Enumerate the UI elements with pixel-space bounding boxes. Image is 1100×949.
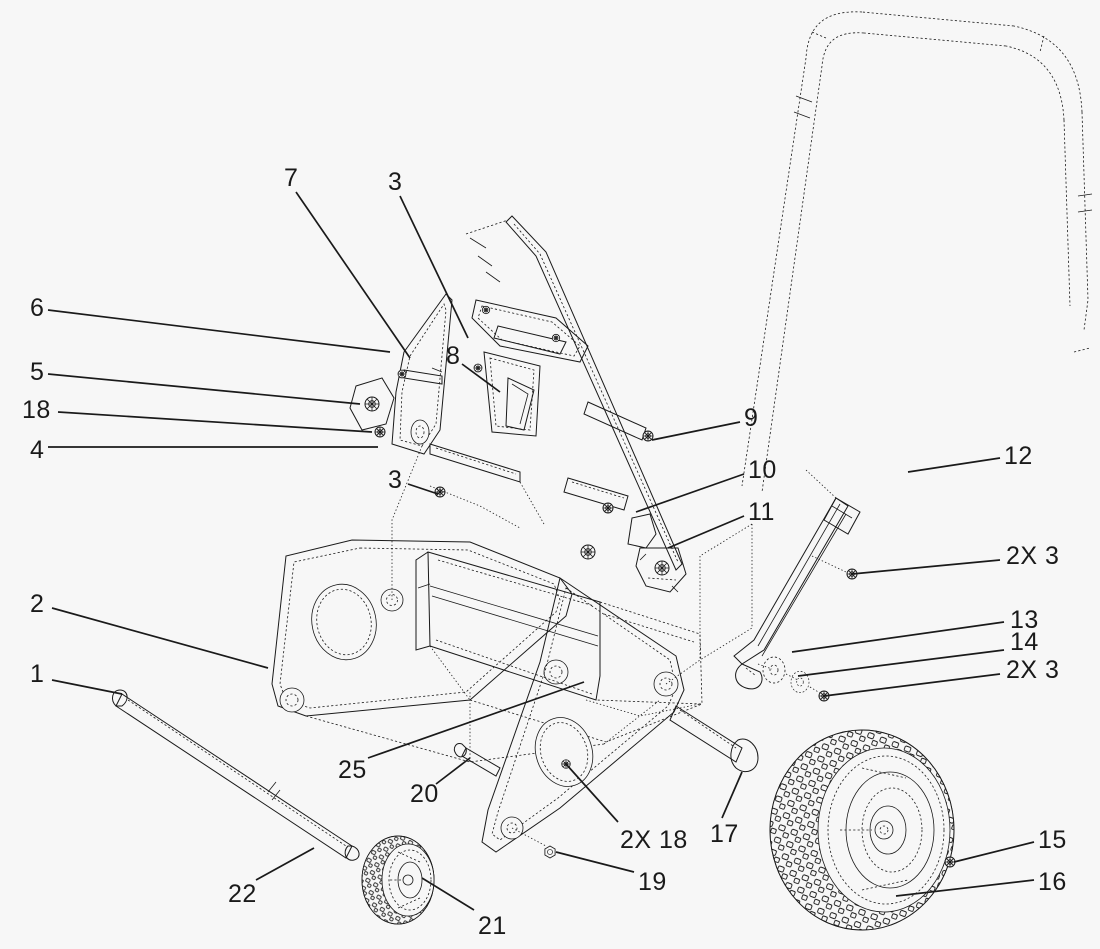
construction-lines-11 [667,515,753,661]
leader-line-8 [461,363,501,393]
callout-label-19: 19 [638,868,667,896]
leader-line-2X-3 [823,673,1001,697]
callout-label-11: 11 [748,498,775,526]
callout-label-20: 20 [410,780,439,808]
leader-line-5 [47,373,361,405]
leader-line-20 [435,757,471,785]
callout-label-17: 17 [710,820,739,848]
leader-line-18 [57,411,373,433]
housing-body [305,551,703,763]
bolt-20 [453,743,501,777]
construction-lines [391,445,837,762]
callout-label-8: 8 [446,342,461,370]
leader-line-2 [51,607,269,669]
small-wheel-21 [361,835,435,925]
callout-label-10: 10 [748,456,777,484]
callout-label-5: 5 [30,358,45,386]
leader-line-6 [47,309,391,353]
callout-label-3: 3 [388,466,403,494]
leader-line-21 [421,877,475,911]
axle-shaft-17 [669,705,759,773]
leader-line-2X-18 [565,763,619,823]
leader-line-22 [255,847,315,881]
leader-line-25 [367,681,585,759]
callout-label-18: 18 [22,396,51,424]
left-small-bracket [349,377,395,438]
callout-label-25: 25 [338,756,367,784]
shoulder-bolt-6 [397,369,443,385]
callout-label-7: 7 [284,164,299,192]
leader-line-15 [953,841,1035,863]
leader-line-16 [895,879,1035,897]
callout-label-13: 13 [1010,606,1039,634]
callout-label-2: 2 [30,590,45,618]
leader-line-14 [797,649,1005,677]
callout-label-12: 12 [1004,442,1033,470]
callout-label-1: 1 [30,660,45,688]
leader-line-2X-3 [851,559,1001,575]
callout-label-6: 6 [30,294,45,322]
callout-label-3: 3 [388,168,403,196]
callout-label-22: 22 [228,880,257,908]
leader-line-12 [907,457,1001,473]
callout-label-21: 21 [478,912,507,940]
control-rod-long [465,215,683,571]
chassis-right-plate [481,577,685,853]
callout-label-14: 14 [1010,628,1039,656]
rod-9 [583,401,654,442]
callout-label-16: 16 [1038,868,1067,896]
leader-line-1 [51,679,123,695]
leader-line-13 [791,621,1005,653]
upper-linkage-plate [391,293,453,455]
cam-knuckle [580,513,687,593]
lower-handle-arm [733,497,861,690]
leader-line-19 [555,851,635,873]
leader-line-9 [651,421,741,441]
nut-19 [544,845,556,859]
support-rod-1 [112,689,360,861]
leader-line-7 [295,191,411,359]
leader-line-10 [635,473,745,513]
callout-label-4: 4 [30,436,45,464]
control-lever-housing [471,299,589,437]
callout-label-2X-3: 2X 3 [1006,656,1060,684]
callout-label-9: 9 [744,404,759,432]
rod-10 [563,477,629,514]
leader-line-3 [399,195,469,339]
callout-leader-lines [47,191,1035,911]
chassis-side-plate [271,539,573,717]
callout-label-2X-3: 2X 3 [1006,542,1060,570]
leader-line-3 [407,483,439,495]
link-rod-4 [429,443,521,483]
washer-stack-lower [757,656,830,702]
handle-frame-outline [741,11,1091,493]
callout-label-15: 15 [1038,826,1067,854]
leader-line-11 [667,515,745,549]
callout-label-2X-18: 2X 18 [620,826,688,854]
main-wheel [769,729,956,931]
leader-line-17 [721,771,743,819]
